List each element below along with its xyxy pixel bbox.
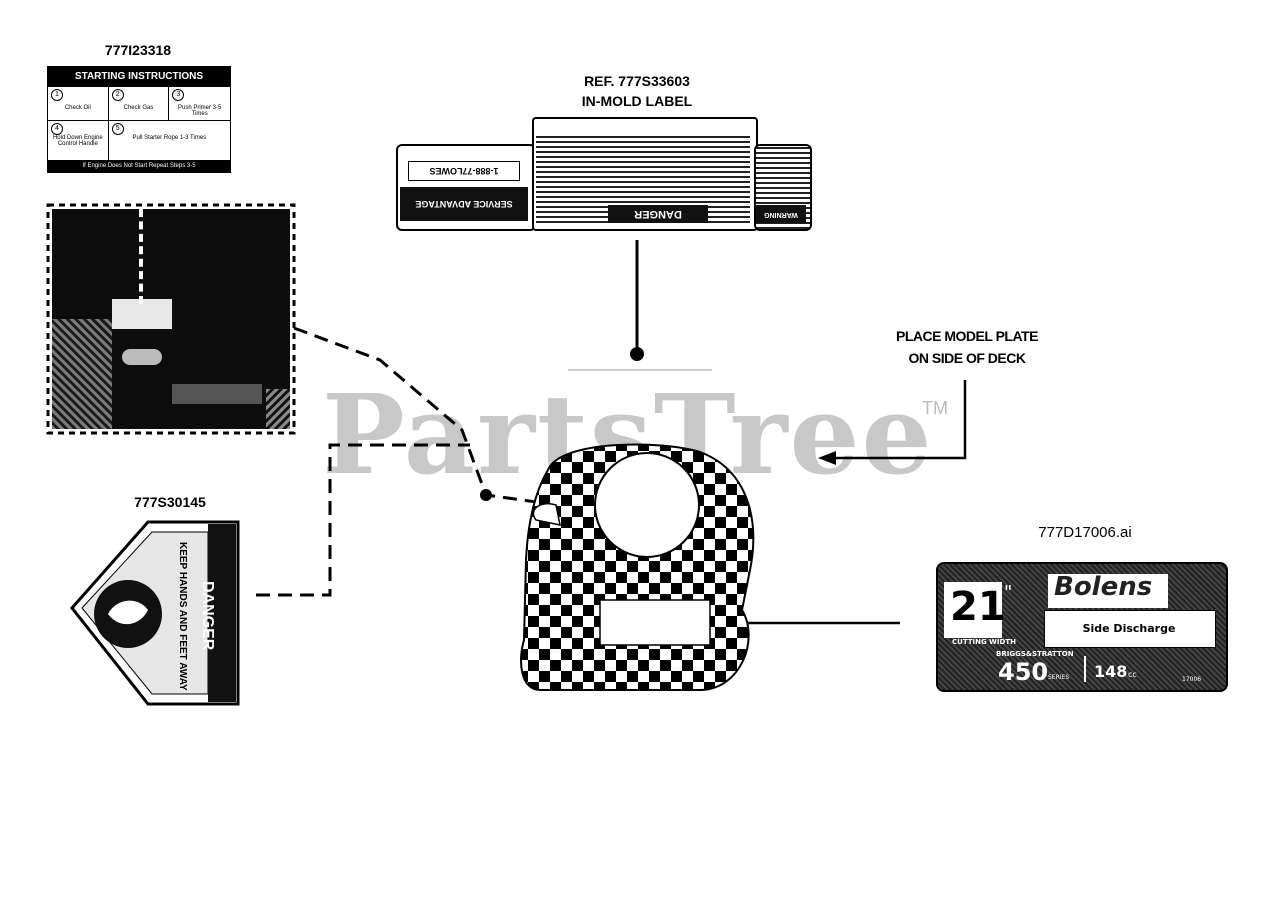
in-mold-ref-number: REF. 777S33603 <box>584 73 690 89</box>
engine-photo-border <box>46 203 296 435</box>
side-discharge-label: Side Discharge <box>1082 622 1176 635</box>
danger-decal-keep-hands: KEEP HANDS AND FEET AWAY <box>177 541 188 691</box>
engine-photo <box>52 209 290 429</box>
engine-leader-dot <box>480 489 492 501</box>
mold-leader-dot <box>630 347 644 361</box>
bolens-logo: Bolens <box>1054 572 1153 602</box>
bolens-decal: 21 " CUTTING WIDTH Bolens Side Discharge… <box>936 562 1228 692</box>
cutting-width-label: CUTTING WIDTH <box>952 638 1016 646</box>
engine-leader-line <box>293 326 559 507</box>
warning-banner: WARNING <box>756 205 806 223</box>
danger-banner: DANGER <box>608 205 708 223</box>
model-plate-area <box>599 599 711 646</box>
service-advantage: SERVICE ADVANTAGE <box>400 187 528 221</box>
bolens-part-number: 777D17006.ai <box>1038 524 1132 541</box>
danger-decal-part-number: 777S30145 <box>134 494 206 510</box>
model-plate-callout: PLACE MODEL PLATE ON SIDE OF DECK <box>862 325 1072 369</box>
decal-code: 17006 <box>1182 676 1202 683</box>
model-plate-arrowhead <box>818 451 836 465</box>
model-plate-line2: ON SIDE OF DECK <box>908 350 1026 366</box>
starting-instructions-title: STARTING INSTRUCTIONS <box>48 67 230 87</box>
displacement-unit: cc <box>1128 670 1137 679</box>
cutting-width-value: 21 <box>950 584 1006 630</box>
engine-brand: BRIGGS&STRATTON <box>996 650 1074 658</box>
model-plate-line1: PLACE MODEL PLATE <box>896 328 1038 344</box>
model-plate-leader <box>830 380 967 460</box>
engine-photo-dashline <box>139 209 143 304</box>
in-mold-label-decal: 1-888-77LOWES SERVICE ADVANTAGE DANGER W… <box>396 117 812 231</box>
engine-displacement: 148 <box>1094 662 1128 681</box>
inch-mark: " <box>1004 582 1013 603</box>
danger-decal <box>70 520 240 706</box>
starting-instructions-part-number: 777I23318 <box>104 42 172 58</box>
engine-series-word: SERIES <box>1048 674 1070 681</box>
starting-instructions-footer: If Engine Does Not Start Repeat Steps 3-… <box>48 161 230 172</box>
engine-series: 450 <box>998 658 1049 686</box>
deck-motor-opening <box>594 452 700 558</box>
lowes-phone: 1-888-77LOWES <box>408 161 520 181</box>
in-mold-title: IN-MOLD LABEL <box>581 93 693 109</box>
trademark-symbol: TM <box>922 398 948 418</box>
danger-leader-line <box>256 443 470 597</box>
danger-decal-title: DANGER <box>199 581 216 651</box>
